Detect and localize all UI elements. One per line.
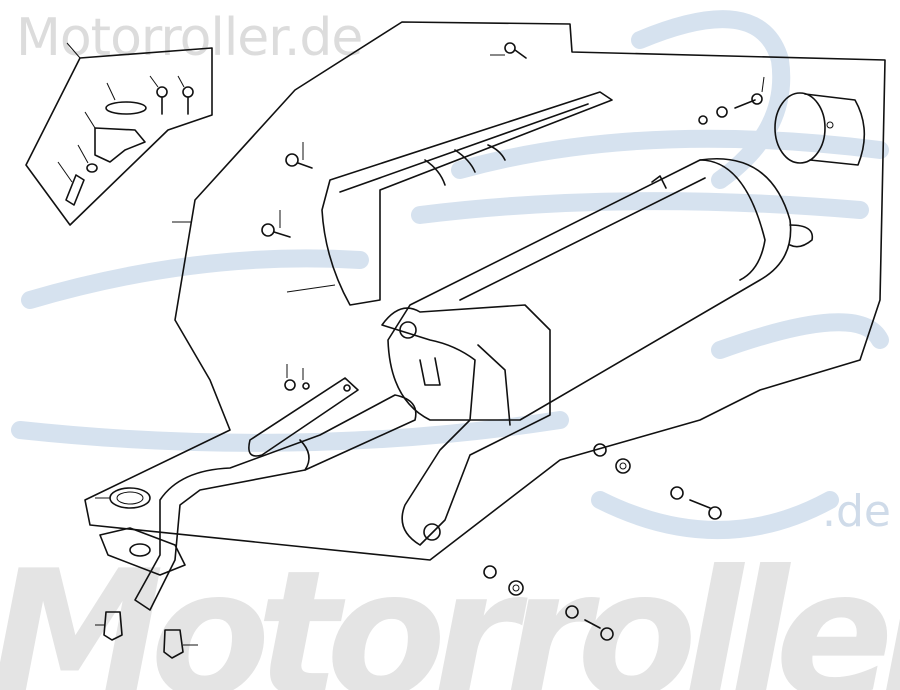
watermark-top: Motorroller.de (16, 8, 363, 68)
muffler (381, 158, 814, 546)
fasteners (95, 42, 765, 659)
heat-shield (286, 91, 613, 306)
bolt (149, 75, 168, 115)
assembly-outline (84, 21, 886, 561)
exhaust-pipe (95, 377, 417, 611)
tail-cap (774, 92, 866, 166)
watermark-bottom-suffix: .de (822, 486, 891, 537)
inset-panel (25, 42, 213, 226)
bolt (177, 75, 194, 115)
